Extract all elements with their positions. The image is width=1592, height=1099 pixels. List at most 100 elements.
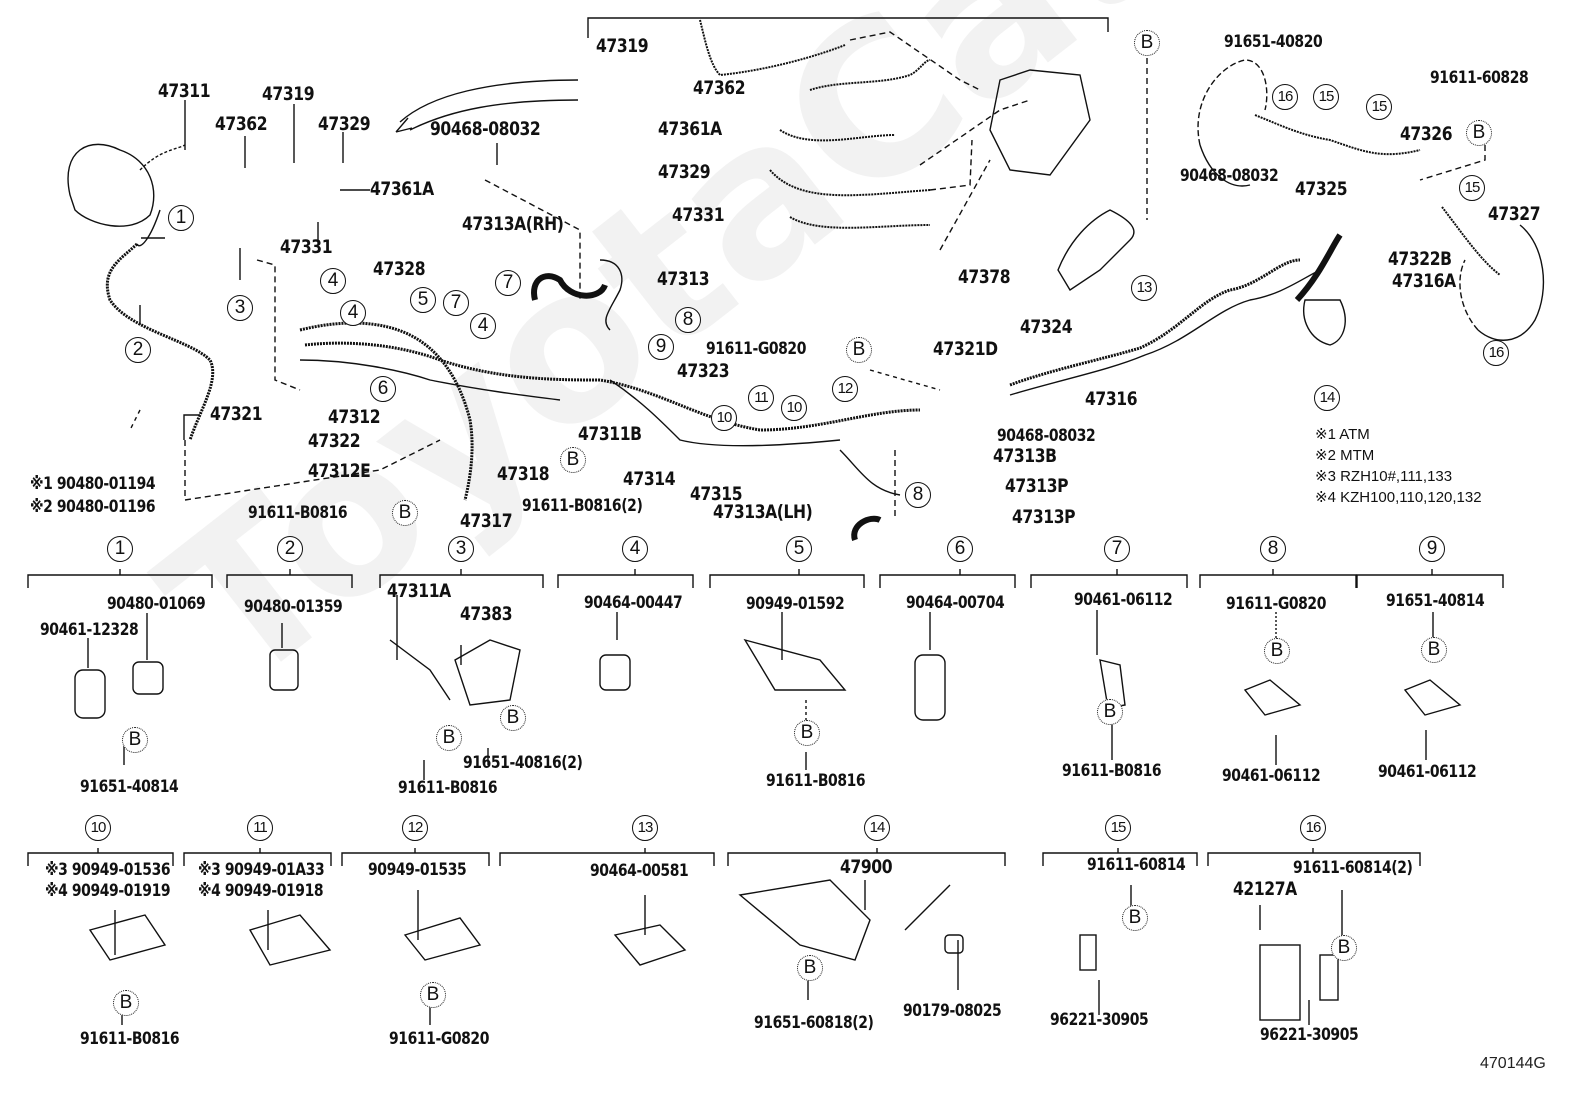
callout-15b: 15 — [1366, 94, 1392, 120]
label-47331: 47331 — [280, 236, 333, 258]
label-47321: 47321 — [210, 403, 263, 425]
group-1-number: 1 — [107, 536, 133, 562]
label-47312: 47312 — [328, 406, 381, 428]
callout-7a: 7 — [443, 290, 469, 316]
group-7-part: 90461-06112 — [1074, 590, 1173, 610]
group-16-number: 16 — [1300, 815, 1326, 841]
group-14-part: 47900 — [840, 856, 893, 878]
bolt-marker: B — [500, 705, 526, 731]
bolt-marker: B — [122, 727, 148, 753]
note-2-part: ※2 90480-01196 — [30, 497, 156, 517]
label-47327: 47327 — [1488, 203, 1541, 225]
label-47326: 47326 — [1400, 123, 1453, 145]
callout-9: 9 — [648, 334, 674, 360]
inset-label-47362: 47362 — [693, 77, 746, 99]
callout-10a: 10 — [711, 405, 737, 431]
callout-14: 14 — [1314, 385, 1340, 411]
group-10-part: ※4 90949-01919 — [45, 881, 171, 901]
group-10-number: 10 — [85, 815, 111, 841]
label-47311: 47311 — [158, 80, 211, 102]
callout-16a: 16 — [1272, 84, 1298, 110]
group-1-part: 90480-01069 — [107, 594, 206, 614]
label-47316A: 47316A — [1392, 270, 1456, 292]
group-15-number: 15 — [1105, 815, 1131, 841]
inset-label-47361A: 47361A — [658, 118, 722, 140]
callout-4a: 4 — [320, 268, 346, 294]
label-47324: 47324 — [1020, 316, 1073, 338]
group-9-part: 90461-06112 — [1378, 762, 1477, 782]
label-90468-08032-b: 90468-08032 — [997, 426, 1096, 446]
legend-note-4: ※4 KZH100,110,120,132 — [1315, 489, 1482, 506]
group-14-number: 14 — [864, 815, 890, 841]
note-1-part: ※1 90480-01194 — [30, 474, 156, 494]
label-47319: 47319 — [262, 83, 315, 105]
group-10-part: ※3 90949-01536 — [45, 860, 171, 880]
group-14-part: 91651-60818(2) — [754, 1013, 874, 1033]
label-47378: 47378 — [958, 266, 1011, 288]
label-47362: 47362 — [215, 113, 268, 135]
bolt-marker: B — [1331, 935, 1357, 961]
callout-10b: 10 — [781, 395, 807, 421]
group-3-part: 47311A — [387, 580, 451, 602]
group-9-number: 9 — [1419, 536, 1445, 562]
group-2-number: 2 — [277, 536, 303, 562]
label-47322B: 47322B — [1388, 248, 1452, 270]
label-47325: 47325 — [1295, 178, 1348, 200]
group-4-number: 4 — [622, 536, 648, 562]
callout-6: 6 — [370, 376, 396, 402]
callout-11: 11 — [748, 385, 774, 411]
label-47328: 47328 — [373, 258, 426, 280]
bolt-marker: B — [1097, 699, 1123, 725]
callout-5: 5 — [410, 287, 436, 313]
group-5-part: 90949-01592 — [746, 594, 845, 614]
callout-4b: 4 — [340, 300, 366, 326]
label-90468-08032: 90468-08032 — [430, 118, 541, 140]
label-91611-b0816: 91611-B0816 — [248, 503, 348, 523]
bolt-marker: B — [392, 500, 418, 526]
group-16-part: 96221-30905 — [1260, 1025, 1359, 1045]
group-6-number: 6 — [947, 536, 973, 562]
group-16-part: 42127A — [1233, 878, 1297, 900]
bolt-marker: B — [436, 725, 462, 751]
callout-12: 12 — [832, 376, 858, 402]
group-5-part: 91611-B0816 — [766, 771, 866, 791]
label-47316: 47316 — [1085, 388, 1138, 410]
label-90468-08032-c: 90468-08032 — [1180, 166, 1279, 186]
callout-8a: 8 — [675, 307, 701, 333]
group-8-number: 8 — [1260, 536, 1286, 562]
group-10-part: 91611-B0816 — [80, 1029, 180, 1049]
inset-bracket — [587, 17, 1109, 38]
group-3-part: 47383 — [460, 603, 513, 625]
group-2-part: 90480-01359 — [244, 597, 343, 617]
callout-1: 1 — [168, 205, 194, 231]
group-13-part: 90464-00581 — [590, 861, 689, 881]
label-47361A: 47361A — [370, 178, 434, 200]
legend-note-1: ※1 ATM — [1315, 426, 1370, 443]
bolt-marker: B — [1134, 30, 1160, 56]
group-9-part: 91651-40814 — [1386, 591, 1485, 611]
group-15-part: 96221-30905 — [1050, 1010, 1149, 1030]
legend-note-2: ※2 MTM — [1315, 447, 1375, 464]
label-47313: 47313 — [657, 268, 710, 290]
group-11-number: 11 — [247, 815, 273, 841]
callout-3: 3 — [227, 295, 253, 321]
legend-note-3: ※3 RZH10#,111,133 — [1315, 468, 1453, 485]
label-47313P-a: 47313P — [1005, 475, 1069, 497]
label-47313A-rh: 47313A(RH) — [462, 213, 564, 235]
group-3-part: 91651-40816(2) — [463, 753, 583, 773]
group-11-part: ※4 90949-01918 — [198, 881, 324, 901]
inset-label-47329: 47329 — [658, 161, 711, 183]
group-12-number: 12 — [402, 815, 428, 841]
group-16-part: 91611-60814(2) — [1293, 858, 1413, 878]
inset-label-47319: 47319 — [596, 35, 649, 57]
bolt-marker: B — [794, 720, 820, 746]
group-7-part: 91611-B0816 — [1062, 761, 1162, 781]
label-47313P-b: 47313P — [1012, 506, 1076, 528]
callout-8b: 8 — [905, 482, 931, 508]
group-3-number: 3 — [448, 536, 474, 562]
group-6-part: 90464-00704 — [906, 593, 1005, 613]
callout-4c: 4 — [470, 313, 496, 339]
group-14-part: 90179-08025 — [903, 1001, 1002, 1021]
bolt-marker: B — [1421, 637, 1447, 663]
